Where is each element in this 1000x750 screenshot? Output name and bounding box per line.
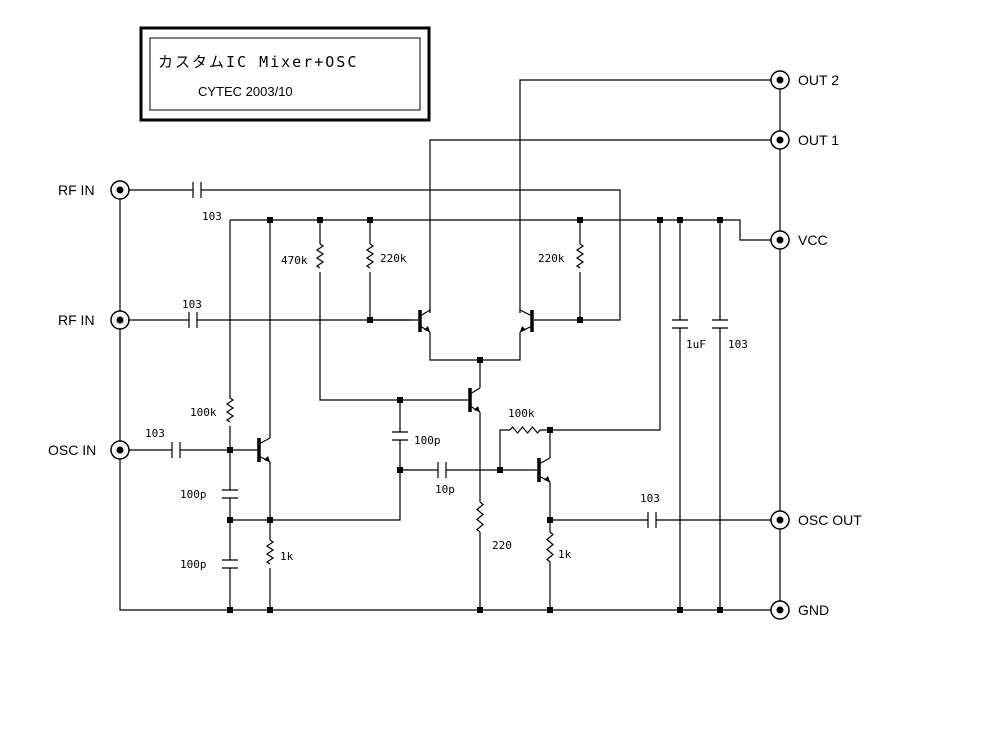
label-c-osc-in: 103 xyxy=(145,427,165,440)
label-c-1uf: 1uF xyxy=(686,338,706,351)
terminal-out-2 xyxy=(770,70,790,90)
transistor-q1 xyxy=(370,308,431,333)
label-r-100k-bias: 100k xyxy=(190,406,217,419)
transistor-q5 xyxy=(530,457,551,483)
res-1k-right xyxy=(546,531,554,563)
junctions xyxy=(227,217,723,613)
terminals xyxy=(110,70,790,620)
transistors xyxy=(257,308,580,483)
resistors xyxy=(225,243,585,565)
cap-100p-upper xyxy=(222,489,238,499)
res-100k-fb xyxy=(509,426,541,434)
label-c-rf2: 103 xyxy=(182,298,202,311)
terminal-osc-in xyxy=(110,440,130,460)
component-labels: 103 103 103 470k 220k 220k 100k 100p 100… xyxy=(145,210,748,571)
title-text: カスタムIC Mixer+OSC xyxy=(158,53,358,71)
terminal-rf-in-1 xyxy=(110,180,130,200)
label-r-100k-fb: 100k xyxy=(508,407,535,420)
res-470k xyxy=(315,243,325,269)
label-gnd: GND xyxy=(798,602,829,618)
res-100k-bias xyxy=(225,397,235,423)
label-r-1k-right: 1k xyxy=(558,548,572,561)
label-r-220k-left: 220k xyxy=(380,252,407,265)
label-osc-out: OSC OUT xyxy=(798,512,862,528)
label-r-220k-right: 220k xyxy=(538,252,565,265)
label-rf-in-2: RF IN xyxy=(58,312,95,328)
author-date-text: CYTEC 2003/10 xyxy=(198,84,293,99)
label-r-220: 220 xyxy=(492,539,512,552)
terminal-vcc xyxy=(770,230,790,250)
cap-100p-mid xyxy=(392,431,408,441)
label-c-100p-upper: 100p xyxy=(180,488,207,501)
transistor-q2 xyxy=(519,309,580,333)
label-c-osc-out: 103 xyxy=(640,492,660,505)
label-r-470k: 470k xyxy=(281,254,308,267)
label-c-100p-mid: 100p xyxy=(414,434,441,447)
cap-100p-lower xyxy=(222,559,238,569)
terminal-gnd xyxy=(770,600,790,620)
label-out-1: OUT 1 xyxy=(798,132,839,148)
res-220k-left xyxy=(365,243,375,269)
terminal-rf-in-2 xyxy=(110,310,130,330)
cap-osc-in xyxy=(171,442,181,458)
label-r-1k-left: 1k xyxy=(280,550,294,563)
label-c-10p: 10p xyxy=(435,483,455,496)
label-c-rf1: 103 xyxy=(202,210,222,223)
res-220k-right xyxy=(575,243,585,269)
label-c-100p-lower: 100p xyxy=(180,558,207,571)
label-out-2: OUT 2 xyxy=(798,72,839,88)
terminal-labels: RF IN RF IN OSC IN OUT 2 OUT 1 VCC OSC O… xyxy=(48,72,862,618)
capacitors xyxy=(171,182,728,569)
transistor-q4 xyxy=(257,437,271,463)
res-220 xyxy=(476,501,484,533)
transistor-q3 xyxy=(468,387,481,413)
terminal-osc-out xyxy=(770,510,790,530)
terminal-out-1 xyxy=(770,130,790,150)
label-osc-in: OSC IN xyxy=(48,442,96,458)
label-rf-in-1: RF IN xyxy=(58,182,95,198)
label-c-103-bypass: 103 xyxy=(728,338,748,351)
cap-osc-out xyxy=(647,512,657,528)
cap-rf2 xyxy=(188,312,198,328)
title-block: カスタムIC Mixer+OSC CYTEC 2003/10 xyxy=(139,26,431,122)
cap-1uf xyxy=(672,319,688,329)
wires xyxy=(119,79,781,611)
cap-103-bypass xyxy=(712,319,728,329)
cap-rf1 xyxy=(192,182,202,198)
res-1k-left xyxy=(265,539,275,565)
label-vcc: VCC xyxy=(798,232,828,248)
cap-10p xyxy=(437,462,447,478)
